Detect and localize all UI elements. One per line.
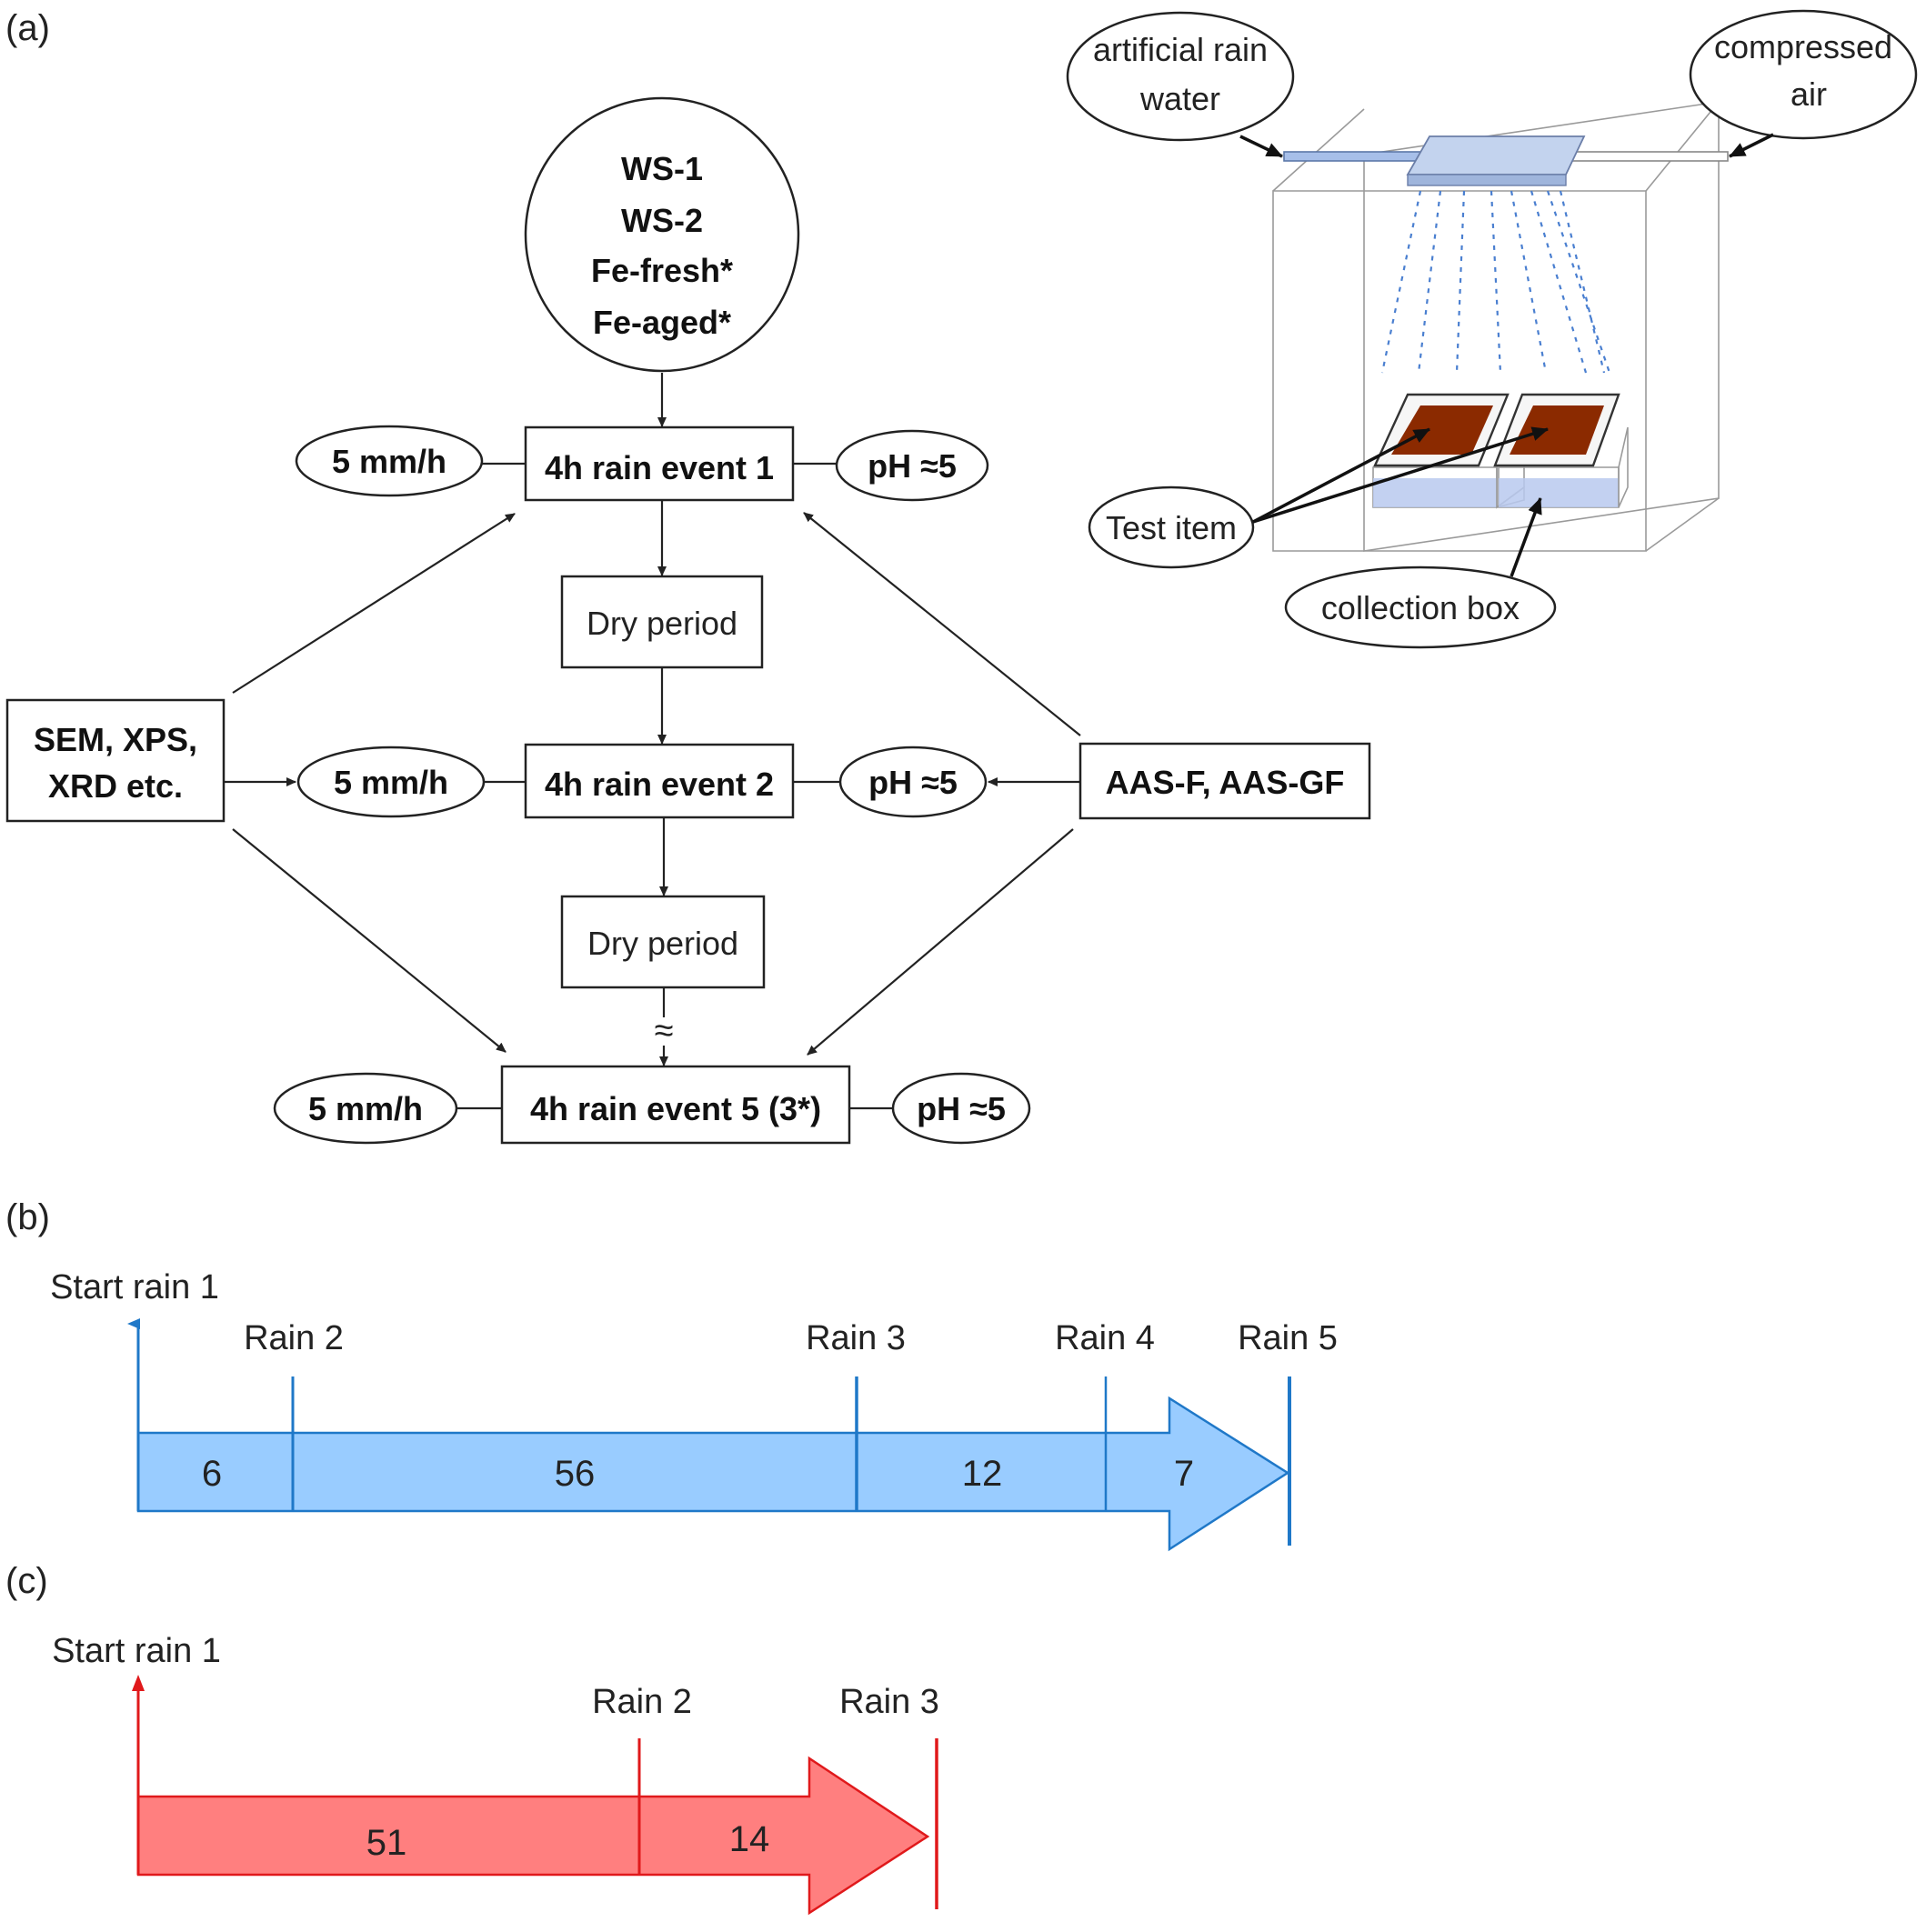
left-analysis-line-1: SEM, XPS,	[34, 721, 197, 758]
timeline-c-rain2-label: Rain 2	[592, 1683, 692, 1721]
timeline-b: Start rain 1 Rain 2 Rain 3 Rain 4 Rain 5…	[50, 1268, 1338, 1552]
collection-box-1-water	[1373, 478, 1497, 507]
left-analysis-line-2: XRD etc.	[48, 767, 183, 805]
nozzle-plate	[1406, 135, 1586, 175]
rain-water-arrow	[1239, 135, 1283, 158]
compressed-air-arrow	[1729, 133, 1774, 158]
glass-box-edge-2	[1645, 101, 1720, 192]
timeline-c-start-label: Start rain 1	[52, 1632, 221, 1670]
timeline-b-interval-2: 56	[555, 1454, 596, 1494]
dry-period-2-label: Dry period	[587, 925, 738, 962]
rain1-rate-label: 5 mm/h	[332, 443, 446, 480]
air-pipe	[1568, 151, 1729, 162]
spray-line	[1455, 190, 1466, 374]
glass-box-edge-1	[1272, 108, 1365, 192]
dry-period-2-box	[560, 895, 766, 989]
flow-diagram: WS-1 WS-2 Fe-fresh* Fe-aged* 4h rain eve…	[5, 96, 1371, 1145]
rain2-rate-label: 5 mm/h	[334, 764, 448, 801]
compressed-air-label-1: compressed	[1714, 28, 1892, 65]
rain1-rate-ellipse	[295, 425, 484, 497]
timeline-b-rain3-label: Rain 3	[806, 1319, 906, 1357]
water-pipe	[1283, 151, 1432, 162]
glass-box-edge-3	[1645, 497, 1720, 552]
collection-box-arrow	[1510, 497, 1542, 577]
panel-label-a: (a)	[5, 8, 50, 48]
break-symbol: ≈	[655, 1012, 674, 1050]
source-line-3: Fe-fresh*	[591, 252, 733, 289]
rain-apparatus: artificial rain water compressed air Tes…	[1066, 9, 1918, 649]
rain-event-1-box	[524, 425, 795, 502]
timeline-b-start-label: Start rain 1	[50, 1268, 219, 1306]
compressed-air-callout	[1689, 9, 1918, 140]
rain1-ph-label: pH ≈5	[868, 447, 957, 485]
timeline-c-rain3-label: Rain 3	[839, 1683, 939, 1721]
test-item-label: Test item	[1106, 509, 1237, 546]
collection-box-2-side	[1618, 426, 1629, 508]
collection-box-callout	[1284, 566, 1557, 649]
spray-line	[1510, 190, 1548, 374]
spray-line	[1559, 190, 1606, 374]
rain1-ph-ellipse	[835, 429, 989, 502]
timeline-c-interval-1: 51	[366, 1823, 407, 1863]
arrow-right-to-rain5	[807, 828, 1074, 1056]
panel-label-b: (b)	[5, 1197, 50, 1237]
source-line-4: Fe-aged*	[593, 304, 731, 341]
timeline-b-rain2-label: Rain 2	[244, 1319, 344, 1357]
rain2-ph-label: pH ≈5	[868, 764, 958, 801]
spray-line	[1490, 190, 1502, 374]
nozzle-plate-edge	[1407, 174, 1567, 186]
right-analysis-box	[1078, 742, 1371, 820]
collection-box-2-water	[1499, 478, 1619, 507]
timeline-b-interval-4: 7	[1174, 1454, 1194, 1494]
rain5-ph-label: pH ≈5	[917, 1090, 1006, 1127]
compressed-air-label-2: air	[1791, 75, 1827, 113]
collection-box-label: collection box	[1321, 589, 1520, 626]
test-item-arrow-1	[1252, 427, 1430, 524]
panel-label-c: (c)	[5, 1561, 48, 1601]
timeline-c-start-arrowhead	[132, 1675, 145, 1691]
test-item-callout	[1088, 486, 1255, 569]
rain5-ph-ellipse	[891, 1072, 1031, 1145]
rain-event-2-box	[524, 743, 795, 819]
timeline-b-interval-1: 6	[202, 1454, 222, 1494]
rain-water-label-1: artificial rain	[1093, 31, 1268, 68]
rain5-rate-label: 5 mm/h	[308, 1090, 423, 1127]
timeline-b-interval-3: 12	[962, 1454, 1003, 1494]
rain-water-label-2: water	[1139, 80, 1220, 117]
timeline-c-arrow	[136, 1756, 930, 1916]
timeline-b-rain5-label: Rain 5	[1238, 1319, 1338, 1357]
timeline-c-interval-2: 14	[729, 1819, 770, 1859]
spray-line	[1417, 190, 1442, 374]
test-item-arrow-2	[1252, 426, 1549, 524]
spray-line	[1546, 190, 1611, 374]
timeline-b-arrow	[136, 1396, 1290, 1552]
source-line-2: WS-2	[621, 202, 703, 239]
rain-event-5-box	[500, 1065, 851, 1145]
rain5-rate-ellipse	[273, 1072, 458, 1145]
test-item-2	[1510, 405, 1604, 455]
rain-event-2-label: 4h rain event 2	[545, 766, 774, 803]
left-analysis-box	[5, 698, 226, 823]
source-line-1: WS-1	[621, 150, 703, 187]
arrow-left-to-rain5	[232, 828, 507, 1053]
right-analysis-label: AAS-F, AAS-GF	[1106, 764, 1345, 801]
rain-water-callout	[1066, 11, 1295, 142]
rain2-rate-ellipse	[296, 746, 486, 818]
rain-event-5-label: 4h rain event 5 (3*)	[530, 1090, 821, 1127]
dry-period-1-label: Dry period	[587, 605, 737, 642]
arrow-left-to-rain1	[232, 513, 516, 694]
timeline-b-rain4-label: Rain 4	[1055, 1319, 1155, 1357]
timeline-c: Start rain 1 Rain 2 Rain 3 51 14	[52, 1632, 939, 1916]
spray-line	[1530, 190, 1588, 374]
arrow-right-to-rain1	[803, 512, 1081, 736]
spray-line	[1380, 190, 1422, 374]
rain2-ph-ellipse	[838, 746, 988, 818]
rain-event-1-label: 4h rain event 1	[545, 449, 774, 486]
source-circle	[524, 96, 800, 373]
